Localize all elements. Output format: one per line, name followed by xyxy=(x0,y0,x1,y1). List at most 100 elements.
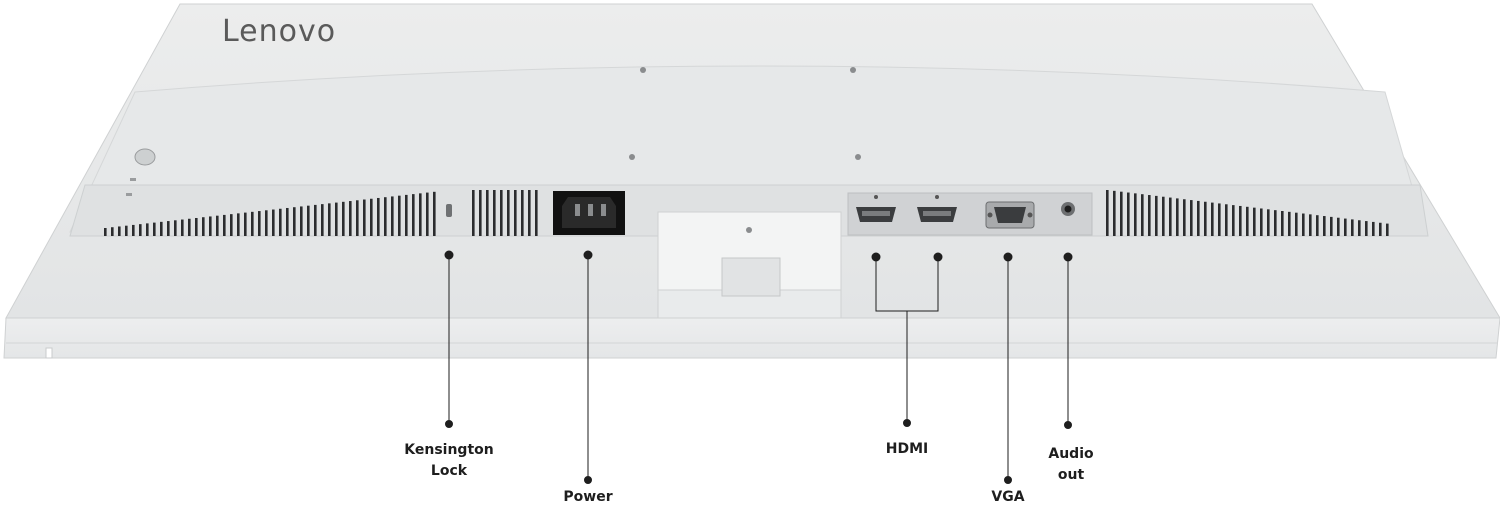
vent-slat xyxy=(363,199,366,236)
vent-slat xyxy=(349,201,352,236)
vent-slat xyxy=(216,215,219,236)
label-kensington-lock: Kensington Lock xyxy=(389,440,509,482)
lenovo-logo: Lenovo xyxy=(222,14,337,49)
vent-slat xyxy=(1281,211,1284,236)
vent-slat xyxy=(1288,211,1291,236)
housing-front-edge xyxy=(3,317,1500,359)
vent-slat xyxy=(279,208,282,236)
vent-slat xyxy=(1190,200,1193,236)
vent-slat xyxy=(181,219,184,236)
vent-slat xyxy=(1141,194,1144,236)
label-vga: VGA xyxy=(958,487,1058,508)
vent-slat xyxy=(1169,197,1172,236)
vent-slat xyxy=(426,192,429,236)
vent-slat xyxy=(202,217,205,236)
vent-slat xyxy=(1379,222,1382,236)
vent-slat xyxy=(472,190,475,236)
vent-slat xyxy=(1316,215,1319,236)
control-buttons xyxy=(126,148,156,196)
vent-slat xyxy=(125,225,128,236)
vent-slat xyxy=(1260,208,1263,236)
vent-slat xyxy=(1239,205,1242,236)
callout-dot-audio-bottom xyxy=(1064,421,1072,429)
vent-slat xyxy=(118,226,121,236)
io-port-bay xyxy=(847,192,1093,236)
vent-slat xyxy=(1302,213,1305,236)
vent-slat xyxy=(223,214,226,236)
label-power: Power xyxy=(538,487,638,508)
label-hdmi: HDMI xyxy=(857,439,957,460)
vent-slat xyxy=(514,190,517,236)
vent-slat xyxy=(398,195,401,236)
vent-slat xyxy=(1211,202,1214,236)
vent-slat xyxy=(167,221,170,236)
vent-slat xyxy=(356,200,359,236)
vesa-holes xyxy=(629,67,861,160)
vent-slat xyxy=(479,190,482,236)
vent-slat xyxy=(1120,191,1123,236)
vent-slat xyxy=(314,204,317,236)
vent-slat xyxy=(265,210,268,236)
vent-slat xyxy=(132,224,135,236)
vent-slat xyxy=(384,197,387,236)
vent-slat xyxy=(1155,195,1158,236)
vent-slat xyxy=(342,201,345,236)
vent-grilles xyxy=(104,190,1389,236)
vent-slat xyxy=(307,205,310,236)
vent-slat xyxy=(286,207,289,236)
vent-slat xyxy=(412,194,415,236)
vent-slat xyxy=(188,218,191,236)
vent-slat xyxy=(507,190,510,236)
vent-slat xyxy=(1337,217,1340,236)
vent-slat xyxy=(1113,190,1116,236)
vent-slat xyxy=(160,221,163,236)
vent-slat xyxy=(500,190,503,236)
vent-slat xyxy=(1253,207,1256,236)
vent-slat xyxy=(1246,206,1249,236)
vent-slat xyxy=(104,228,107,236)
label-vga-line1: VGA xyxy=(991,489,1025,505)
vent-slat xyxy=(258,211,261,236)
vent-slat xyxy=(1225,204,1228,236)
vent-slat xyxy=(528,190,531,236)
vent-slat xyxy=(111,227,114,236)
callout-dot-kensington-bottom xyxy=(445,420,453,428)
vent-slat xyxy=(335,202,338,236)
vent-slat xyxy=(419,193,422,236)
vent-slat xyxy=(391,196,394,236)
vent-slat xyxy=(328,203,331,236)
label-audio-line1: Audio xyxy=(1048,446,1094,462)
vent-slat xyxy=(433,191,436,236)
vent-slat xyxy=(1344,218,1347,236)
vent-slat xyxy=(230,214,233,236)
label-kensington-line2: Lock xyxy=(430,463,468,479)
vent-slat xyxy=(251,211,254,236)
vent-slat xyxy=(300,206,303,236)
vent-slat xyxy=(1295,212,1298,236)
vent-slat xyxy=(493,190,496,236)
vent-slat xyxy=(244,212,247,236)
vent-slat xyxy=(1323,216,1326,236)
vent-slat xyxy=(146,223,149,236)
stand-base xyxy=(657,211,842,319)
vent-slat xyxy=(209,216,212,236)
kensington-slot xyxy=(446,204,452,217)
label-audio-out: Audio out xyxy=(1021,444,1121,486)
vent-slat xyxy=(139,224,142,236)
vent-slat xyxy=(1351,219,1354,236)
vent-slat xyxy=(293,207,296,236)
vent-slat xyxy=(237,213,240,236)
vent-slat xyxy=(1162,196,1165,236)
label-power-line1: Power xyxy=(563,489,613,505)
vent-slat xyxy=(1330,216,1333,236)
vent-slat xyxy=(1267,209,1270,236)
callout-dot-power-bottom xyxy=(584,476,592,484)
vent-slat xyxy=(1106,190,1109,236)
vent-slat xyxy=(1176,198,1179,236)
vent-slat xyxy=(1148,195,1151,236)
vent-slat xyxy=(1309,214,1312,236)
vent-slat xyxy=(377,197,380,236)
vent-slat xyxy=(321,204,324,236)
